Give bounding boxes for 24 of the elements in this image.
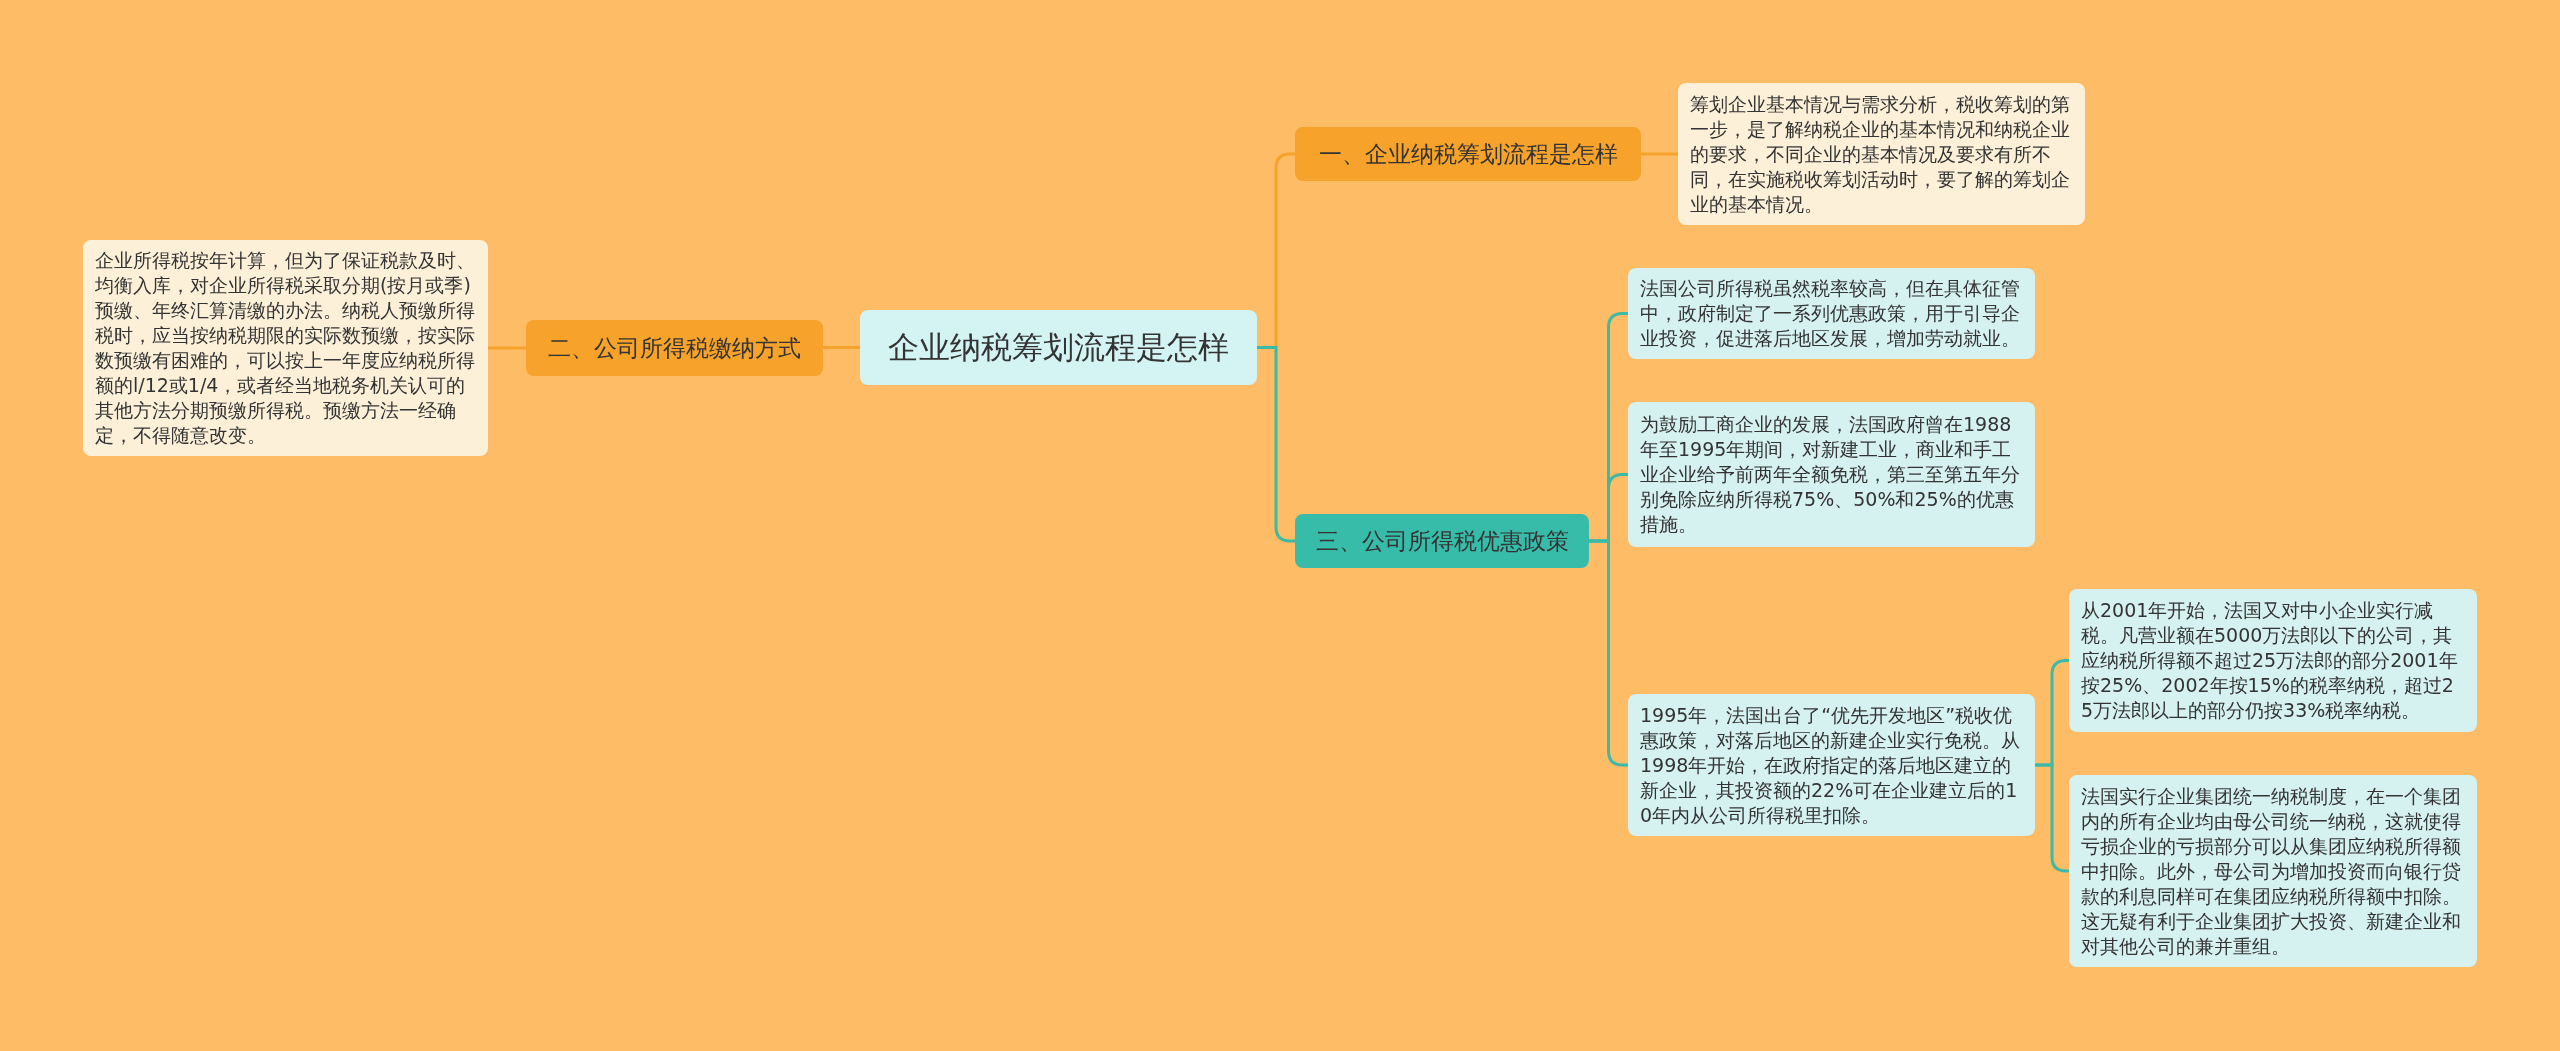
note-text: 筹划企业基本情况与需求分析，税收筹划的第一步，是了解纳税企业的基本情况和纳税企业的要求，不同企业的基本情况及要求有所不同，在实施税收筹划活动时，要了解的筹划企业的基本情况。 (1690, 91, 2071, 217)
connector-line (1641, 152, 1678, 156)
note-text: 法国公司所得税虽然税率较高，但在具体征管中，政府制定了一系列优惠政策，用于引导企业投资，促进落后地区发展，增加劳动就业。 (1640, 276, 2021, 351)
note-text: 法国实行企业集团统一纳税制度，在一个集团内的所有企业均由母公司统一纳税，这就使得亏损企业的亏损部分可以从集团应纳税所得额中扣除。此外，母公司为增加投资而向银行贷款的利息同样可在集团应纳税所得额中扣除。这无疑有利于企业集团扩大投资、新建企业和对其他公司的兼并重组。 (2081, 783, 2462, 959)
topic-label: 二、公司所得税缴纳方式 (548, 333, 801, 363)
connector-line (1257, 346, 1295, 543)
note-card (1628, 694, 2035, 836)
branch-topic-box (1295, 127, 1641, 181)
note-text: 企业所得税按年计算，但为了保证税款及时、均衡入库，对企业所得税采取分期(按月或季)预缴、年终汇算清缴的办法。纳税人预缴所得税时，应当按纳税期限的实际数预缴，按实际数预缴有困难的，可以按上一年度应纳税所得额的l/12或1/4，或者经当地税务机关认可的其他方法分期预缴所得税。预缴方法一经确定，不得随意改变。 (95, 248, 476, 448)
note-card (1628, 268, 2035, 359)
branch-topic-box (1295, 514, 1589, 568)
note-text: 1995年，法国出台了“优先开发地区”税收优惠政策，对落后地区的新建企业实行免税。从1998年开始，在政府指定的落后地区建立的新企业，其投资额的22%可在企业建立后的10年内从公司所得税里扣除。 (1640, 702, 2021, 828)
topic-label: 三、公司所得税优惠政策 (1315, 526, 1569, 556)
branch-topic-box (526, 320, 823, 376)
note-card (1628, 402, 2035, 547)
connector-line (488, 346, 526, 350)
note-card (1678, 83, 2085, 225)
note-text: 从2001年开始，法国又对中小企业实行减税。凡营业额在5000万法郎以下的公司，其应纳税所得额不超过25万法郎的部分2001年按25%、2002年按15%的税率纳税，超过25万法郎以上的部分仍按33%税率纳税。 (2081, 598, 2459, 723)
note-card (2069, 589, 2477, 732)
connector-line (823, 346, 860, 349)
note-text: 为鼓励工商企业的发展，法国政府曾在1988年至1995年期间，对新建工业，商业和手工业企业给予前两年全额免税，第三至第五年分别免除应纳所得税75%、50%和25%的优惠措施。 (1640, 412, 2021, 537)
topic-label: 一、企业纳税筹划流程是怎样 (1318, 139, 1618, 169)
topic-label: 企业纳税筹划流程是怎样 (888, 327, 1229, 367)
central-topic-box (860, 310, 1257, 385)
